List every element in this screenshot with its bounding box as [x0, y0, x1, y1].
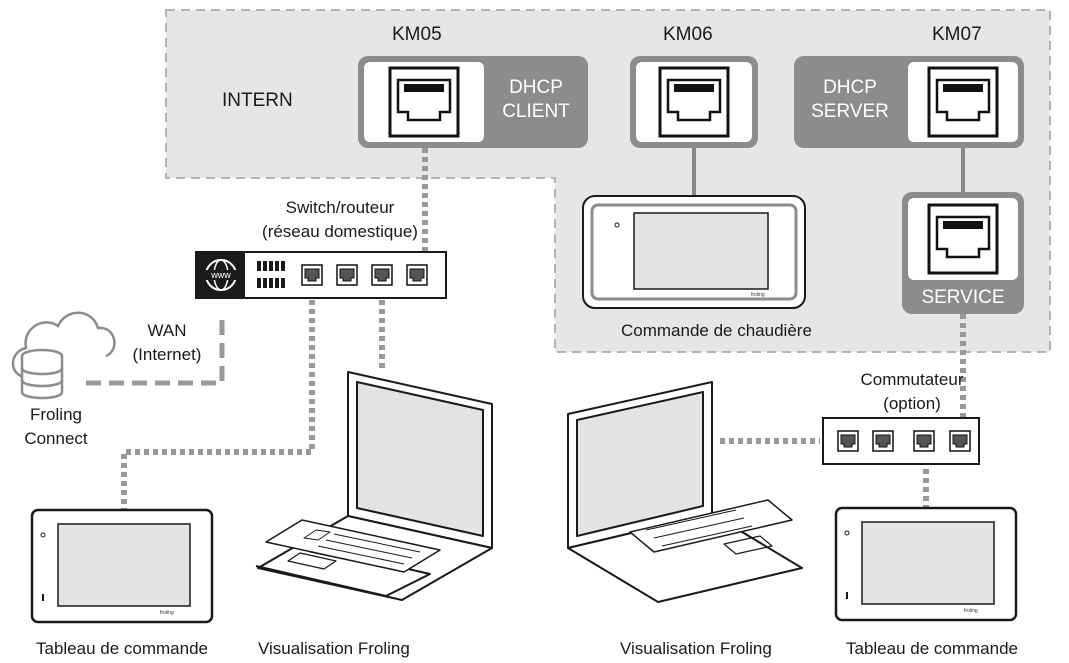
km07-role-line2: SERVER — [811, 101, 889, 122]
ethernet-port-icon — [388, 66, 460, 138]
www-label: www — [210, 270, 231, 280]
globe-icon: www — [204, 259, 238, 291]
switch-device — [822, 417, 980, 465]
ethernet-port-icon — [927, 203, 999, 275]
wan-label-line1: WAN — [147, 321, 186, 340]
router-label-line2: (réseau domestique) — [262, 222, 418, 241]
zone-label: INTERN — [222, 90, 293, 111]
cloud-database-icon — [11, 311, 116, 400]
laptop-left-device — [255, 371, 493, 601]
switch-port-4 — [949, 430, 971, 452]
router-port-1 — [301, 264, 323, 286]
service-label: SERVICE — [921, 287, 1004, 308]
boiler-control-device: froling — [582, 195, 806, 309]
km07-role-line1: DHCP — [823, 77, 877, 98]
panel-left-device: froling — [30, 508, 214, 624]
ethernet-port-icon — [927, 66, 999, 138]
km05-role-line2: CLIENT — [502, 101, 570, 122]
switch-label-line1: Commutateur — [861, 370, 964, 389]
km06-port-block — [630, 56, 758, 148]
km05-label: KM05 — [392, 24, 442, 45]
router-device: www — [195, 251, 447, 299]
router-port-2 — [336, 264, 358, 286]
cloud-label-line1: Froling — [30, 405, 82, 424]
panel-left-label: Tableau de commande — [36, 639, 208, 658]
panel-right-device: froling — [834, 506, 1018, 622]
km06-label: KM06 — [663, 24, 713, 45]
cloud-label-line2: Connect — [24, 429, 88, 448]
brand-label: froling — [751, 292, 765, 298]
laptop-right-label: Visualisation Froling — [620, 639, 772, 658]
km07-label: KM07 — [932, 24, 982, 45]
wan-label-line2: (Internet) — [133, 345, 202, 364]
switch-port-1 — [837, 430, 859, 452]
km07-port-block: DHCP SERVER — [794, 56, 1024, 148]
laptop-right-device — [567, 381, 803, 603]
switch-label-line2: (option) — [883, 394, 941, 413]
km05-role-line1: DHCP — [509, 77, 563, 98]
km05-port-block: DHCP CLIENT — [358, 56, 588, 148]
boiler-control-label: Commande de chaudière — [621, 321, 812, 340]
router-port-3 — [371, 264, 393, 286]
router-label-line1: Switch/routeur — [286, 198, 395, 217]
laptop-left-label: Visualisation Froling — [258, 639, 410, 658]
switch-port-3 — [913, 430, 935, 452]
ethernet-port-icon — [658, 66, 730, 138]
panel-right-label: Tableau de commande — [846, 639, 1018, 658]
service-port-block: SERVICE — [902, 192, 1024, 314]
brand-label: froling — [160, 610, 174, 616]
status-leds-icon — [257, 261, 285, 288]
switch-port-2 — [872, 430, 894, 452]
brand-label: froling — [964, 608, 978, 614]
router-port-4 — [406, 264, 428, 286]
cables — [86, 148, 966, 510]
